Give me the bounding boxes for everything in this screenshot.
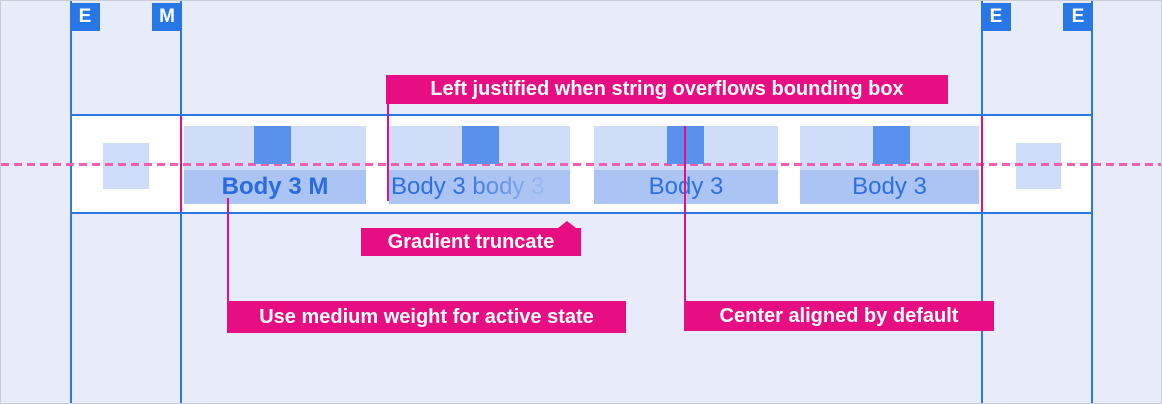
- tab-truncated[interactable]: Body 3 body 3 b: [389, 126, 570, 204]
- spacing-badge-e-right-inner: E: [981, 3, 1011, 31]
- tab-active-label: Body 3 M: [184, 170, 366, 204]
- annotation-gradient-truncate: Gradient truncate: [361, 228, 581, 256]
- spacing-marker-tab4: [873, 126, 910, 164]
- spacing-badge-m: M: [152, 3, 182, 31]
- edge-spacing-square-right: [1016, 143, 1061, 189]
- spacing-marker-tab1: [254, 126, 291, 164]
- annotation-center-aligned: Center aligned by default: [684, 301, 994, 331]
- tab-default-3-label: Body 3: [594, 170, 778, 204]
- spacing-badge-e-left: E: [70, 3, 100, 31]
- tabs-region-start-line: [180, 116, 182, 212]
- spacing-marker-tab2: [462, 126, 499, 164]
- baseline-dashed-line: [1, 163, 1161, 166]
- left-justified-callout-line: [387, 104, 389, 201]
- center-aligned-callout-line: [684, 126, 686, 301]
- active-state-callout-line: [227, 198, 229, 301]
- annotation-left-justified: Left justified when string overflows bou…: [386, 75, 948, 104]
- gradient-truncate-fade: [460, 170, 570, 204]
- gradient-truncate-pointer-icon: [558, 221, 576, 228]
- edge-spacing-square-left: [103, 143, 149, 189]
- tabs-region-end-line: [981, 116, 983, 212]
- annotation-active-state: Use medium weight for active state: [227, 301, 626, 333]
- spacing-badge-e-right-outer: E: [1063, 3, 1093, 31]
- tab-default-4-label: Body 3: [800, 170, 979, 204]
